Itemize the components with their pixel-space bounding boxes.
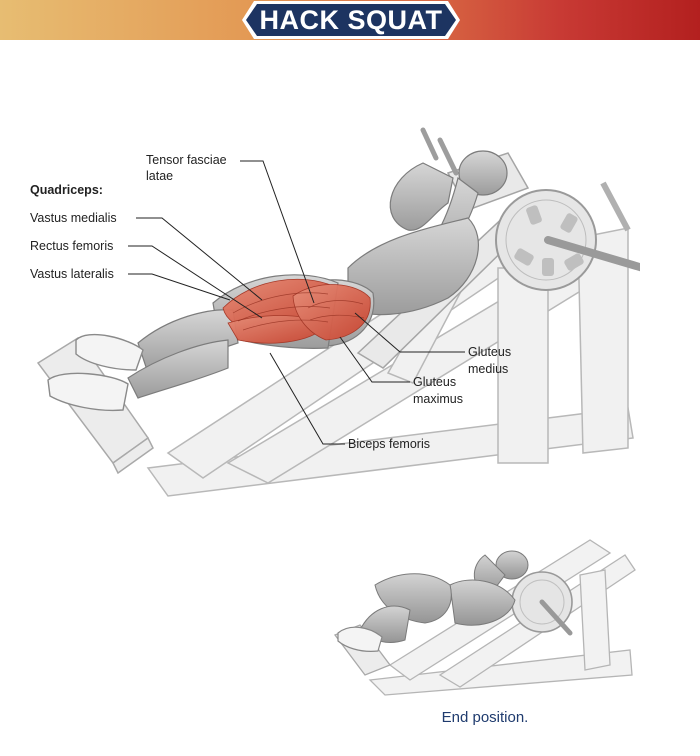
- page-title: HACK SQUAT: [259, 5, 443, 35]
- label-quadriceps: Quadriceps:: [30, 183, 103, 197]
- label-rectus-femoris: Rectus femoris: [30, 239, 114, 253]
- title-plate-shape: [242, 1, 460, 39]
- end-athlete-shoes: [337, 626, 383, 652]
- label-vastus-lateralis: Vastus lateralis: [30, 267, 114, 281]
- handles: [420, 127, 459, 176]
- label-gluteus-medius-2: medius: [468, 362, 509, 376]
- end-position-caption: End position.: [441, 709, 529, 726]
- weight-plate: [495, 181, 640, 291]
- label-biceps-femoris: Biceps femoris: [348, 437, 430, 451]
- label-tensor-fasciae-latae-1: Tensor fasciae: [146, 153, 227, 167]
- hack-squat-start-illustration: [28, 118, 640, 503]
- end-athlete-body: [359, 550, 529, 643]
- label-gluteus-maximus-2: maximus: [413, 392, 464, 406]
- title-plate: HACK SQUAT: [242, 1, 460, 39]
- label-gluteus-maximus-1: Gluteus: [413, 375, 457, 389]
- end-weight-plate: [511, 571, 573, 636]
- label-gluteus-medius-1: Gluteus: [468, 345, 512, 359]
- hack-squat-end-illustration: [333, 539, 636, 696]
- label-vastus-medialis: Vastus medialis: [30, 211, 117, 225]
- label-tensor-fasciae-latae-2: latae: [146, 169, 174, 183]
- athlete-shoes: [47, 333, 144, 412]
